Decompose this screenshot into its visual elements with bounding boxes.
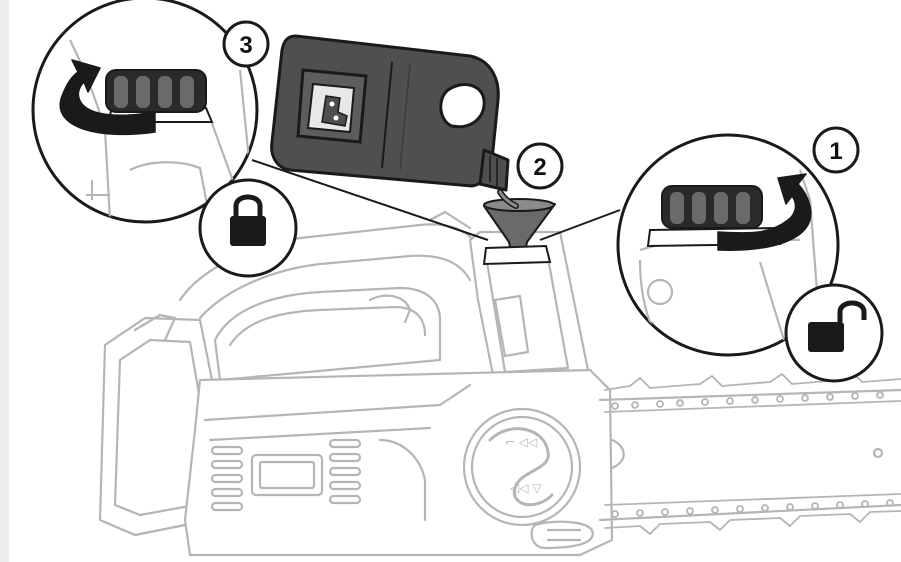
rotate-arrow-icon bbox=[717, 173, 812, 251]
inset-close-cap: 3 bbox=[31, 0, 298, 278]
left-margin-strip bbox=[0, 0, 9, 562]
saw-chain-bottom bbox=[604, 493, 901, 535]
callout-lines bbox=[251, 159, 621, 241]
chain-tension-knob: ⌐ ◁◁ ◁◁ ▽ bbox=[462, 407, 582, 527]
oil-can-icon bbox=[270, 34, 510, 192]
step-3-label: 3 bbox=[239, 32, 252, 59]
padlock-locked-icon bbox=[230, 194, 266, 246]
chainsaw-body: ⌐ ◁◁ ◁◁ ▽ bbox=[98, 210, 901, 557]
step-2-label: 2 bbox=[533, 154, 546, 181]
rotate-arrow-icon bbox=[59, 59, 156, 136]
padlock-unlocked-icon bbox=[808, 300, 867, 352]
oil-cap-icon bbox=[661, 185, 763, 229]
funnel-icon bbox=[483, 189, 556, 263]
oil-filler-neck bbox=[482, 244, 552, 266]
svg-text:◁◁ ▽: ◁◁ ▽ bbox=[509, 481, 542, 495]
inset-open-cap: 1 bbox=[616, 126, 884, 383]
vent-slots bbox=[210, 438, 362, 512]
svg-text:⌐ ◁◁: ⌐ ◁◁ bbox=[505, 435, 537, 449]
step-2-badge: 2 bbox=[516, 142, 564, 190]
step-1-label: 1 bbox=[829, 138, 842, 165]
oil-cap-icon bbox=[105, 69, 207, 113]
